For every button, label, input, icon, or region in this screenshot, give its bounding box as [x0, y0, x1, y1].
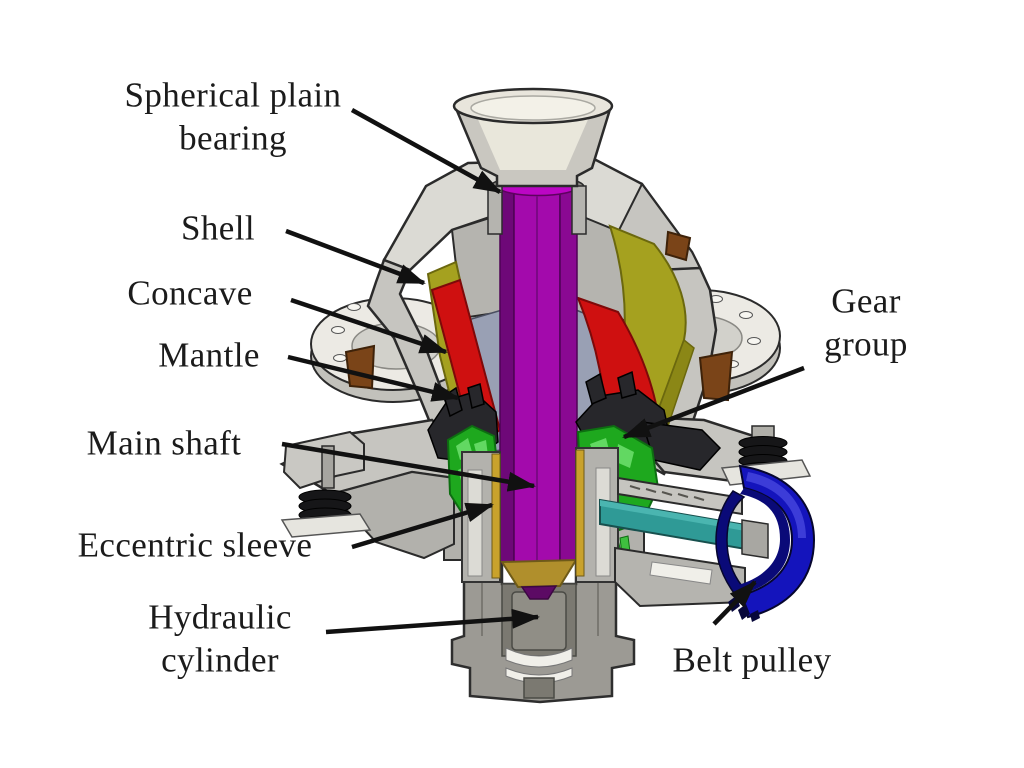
leader-arrows: [281, 108, 805, 635]
label-hydraulic-cylinder: Hydraulic cylinder: [148, 597, 292, 679]
label-mantle: Mantle: [158, 335, 260, 375]
arrow-belt-pulley: [712, 580, 757, 626]
arrow-eccentric-sleeve: [351, 502, 494, 550]
spring-plate-left: [280, 513, 372, 538]
release-spring-right: [720, 425, 812, 486]
eccentric-sleeve: [461, 447, 619, 583]
bracket-pin: [321, 445, 335, 489]
piston: [511, 591, 567, 651]
bushing-left: [491, 453, 501, 579]
label-belt-pulley: Belt pulley: [672, 640, 832, 680]
arrow-spherical-plain-bearing: [350, 108, 502, 194]
label-spherical-plain-bearing: Spherical plain bearing: [124, 75, 342, 157]
label-gear-group: Gear group: [824, 281, 908, 363]
arrow-gear-group: [622, 365, 805, 440]
arrow-hydraulic-cylinder: [325, 608, 540, 635]
feed-hopper: [452, 87, 614, 235]
label-concave: Concave: [127, 273, 253, 313]
belt-pulley: [715, 464, 816, 622]
arrow-mantle: [287, 354, 460, 402]
label-main-shaft: Main shaft: [86, 423, 242, 463]
label-shell: Shell: [181, 208, 255, 248]
bushing-right: [575, 449, 585, 577]
arrow-concave: [290, 297, 448, 355]
step-bearing: [500, 558, 578, 589]
clamp-wedges: [344, 230, 734, 402]
countershaft-assembly: [599, 476, 769, 608]
label-eccentric-sleeve: Eccentric sleeve: [77, 525, 313, 565]
arrow-shell: [285, 228, 426, 286]
arrow-main-shaft: [281, 441, 536, 492]
main-shaft: [489, 175, 585, 600]
